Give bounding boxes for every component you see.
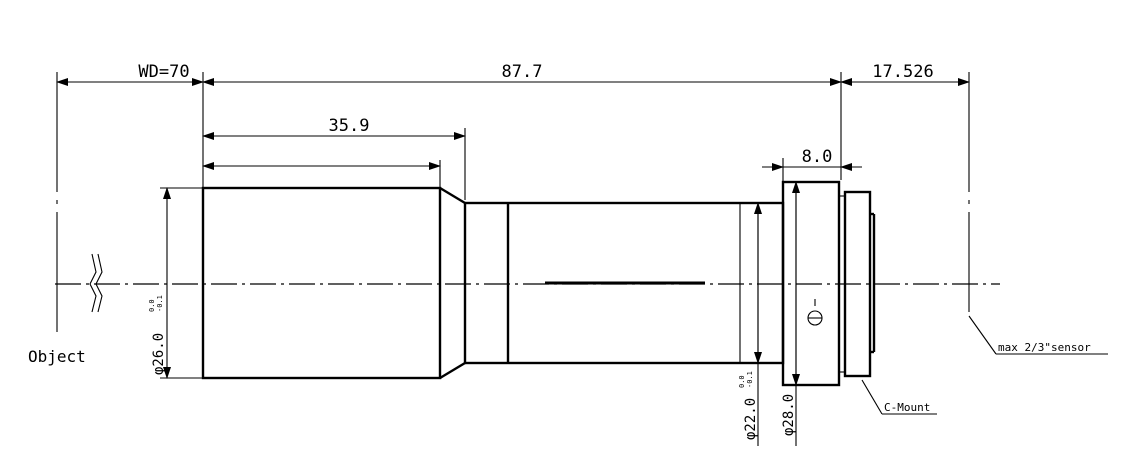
c-mount-label: C-Mount [884, 401, 930, 414]
front-diameter-tol-upper: 0.0 [148, 299, 156, 312]
sensor-label: max 2/3"sensor [998, 341, 1091, 354]
dim-wd-text: WD=70 [138, 62, 189, 82]
front-barrel [201, 186, 442, 380]
object-label: Object [28, 347, 86, 366]
dim-mount-width-text: 8.0 [802, 147, 833, 167]
dim-front-barrel-text: 35.9 [329, 116, 370, 136]
mount-diameter-text: φ28.0 [781, 394, 797, 436]
dim-overall-text: 87.7 [502, 62, 543, 82]
front-diameter-tol-lower: -0.1 [156, 295, 164, 312]
break-symbol-2 [95, 253, 103, 313]
mount-ring [781, 180, 841, 387]
taper-top [439, 186, 466, 205]
c-mount-leader [861, 379, 883, 415]
rear-diameter-tol-lower: -0.1 [746, 371, 754, 388]
rear-diameter-text: φ22.0 [743, 398, 759, 440]
break-symbol [89, 253, 97, 313]
dim-back-focal-text: 17.526 [872, 62, 933, 82]
taper-bottom [439, 361, 466, 380]
sensor-leader [968, 315, 997, 355]
front-diameter-text: φ26.0 [151, 333, 167, 375]
c-mount-thread [843, 190, 872, 378]
rear-diameter-tol-upper: 0.0 [738, 375, 746, 388]
